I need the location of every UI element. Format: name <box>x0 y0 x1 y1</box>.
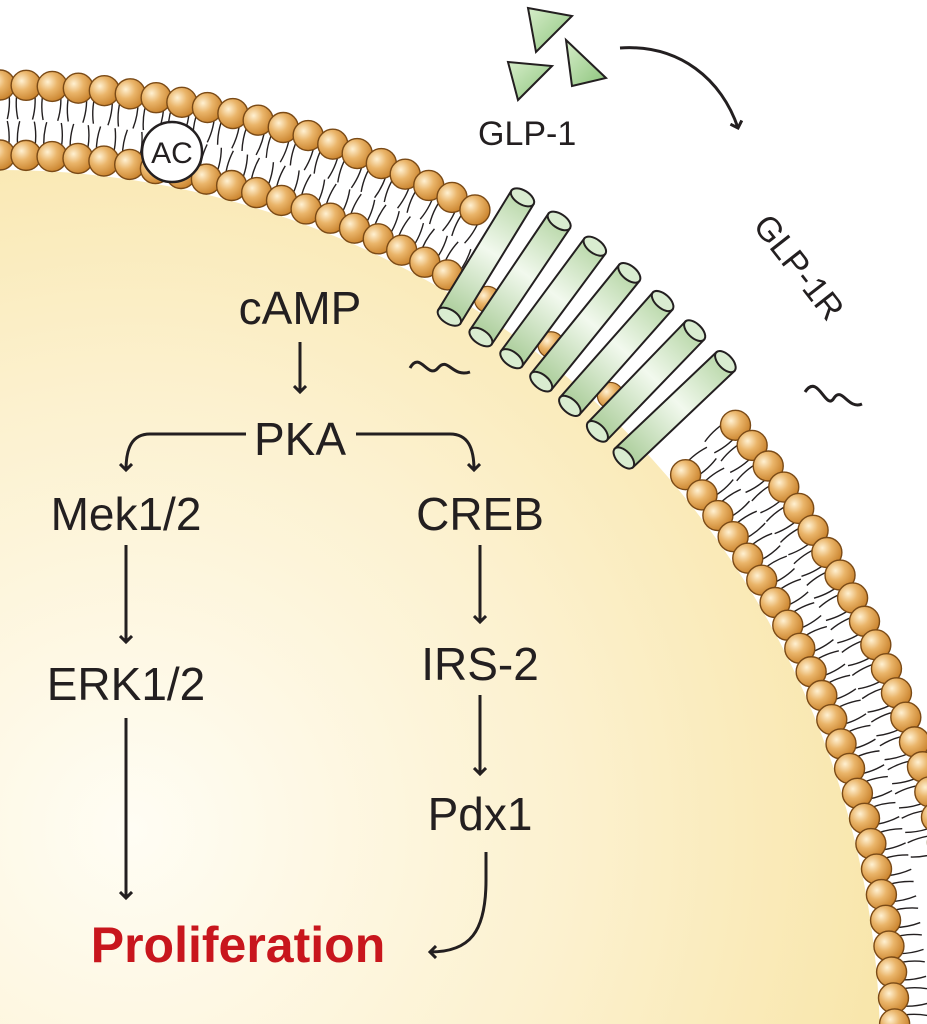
lipid-head <box>62 72 95 104</box>
node-pka: PKA <box>254 413 346 465</box>
lipid-head <box>752 450 784 482</box>
lipid-bilayer <box>0 69 927 1024</box>
lipid-head <box>114 78 146 110</box>
arrow-pka-mek <box>126 432 246 470</box>
ligand-triangle <box>506 60 555 102</box>
arrow-pdx1-proliferation <box>430 852 488 952</box>
receptor-helix <box>558 289 675 417</box>
node-erk: ERK1/2 <box>47 658 206 710</box>
ligand-triangle <box>564 37 609 88</box>
adenylyl-cyclase: AC <box>140 120 204 184</box>
lipid-head <box>783 492 815 525</box>
lipid-heads-inner <box>0 139 911 1024</box>
binding-arrow <box>619 46 738 128</box>
lipid-tail <box>905 828 927 834</box>
lipid-head <box>114 148 146 181</box>
lipid-head <box>920 804 927 830</box>
node-irs2: IRS-2 <box>421 638 539 690</box>
lipid-head <box>459 194 491 226</box>
node-camp: cAMP <box>239 282 362 334</box>
receptor-n-terminus <box>408 360 471 375</box>
lipid-head <box>914 776 927 808</box>
lipid-head <box>768 471 800 503</box>
lipid-head <box>865 878 898 911</box>
lipid-tail <box>907 835 927 844</box>
lipid-heads-outer <box>0 69 927 846</box>
node-pdx1: Pdx1 <box>428 788 533 840</box>
receptor-helix <box>612 350 737 470</box>
glp1-ligand <box>506 6 609 102</box>
ligand-triangle <box>526 6 575 55</box>
receptor-helix <box>468 210 572 348</box>
node-mek: Mek1/2 <box>51 488 202 540</box>
receptor-helix <box>529 262 642 393</box>
glp1-receptor <box>436 187 737 470</box>
lipid-head <box>88 74 121 107</box>
receptor-helix <box>499 235 608 370</box>
receptor-c-terminus <box>803 384 863 407</box>
lipid-tail <box>901 809 927 819</box>
arrow-pka-creb <box>356 432 474 470</box>
lipid-tail <box>910 854 927 858</box>
lipid-head <box>140 82 172 114</box>
ac-label: AC <box>151 137 193 170</box>
receptor-helix <box>436 187 536 327</box>
lipid-tail <box>898 800 927 809</box>
lipid-head <box>717 520 749 553</box>
lipid-head <box>860 853 893 885</box>
glp1r-label: GLP-1R <box>746 208 852 328</box>
receptor-helix <box>585 319 707 443</box>
node-creb: CREB <box>416 488 544 540</box>
lipid-head <box>166 86 198 118</box>
cell-cytoplasm <box>0 170 880 1024</box>
outcome-proliferation: Proliferation <box>91 917 385 973</box>
lipid-head <box>878 1008 911 1024</box>
glp1-label: GLP-1 <box>478 115 576 153</box>
